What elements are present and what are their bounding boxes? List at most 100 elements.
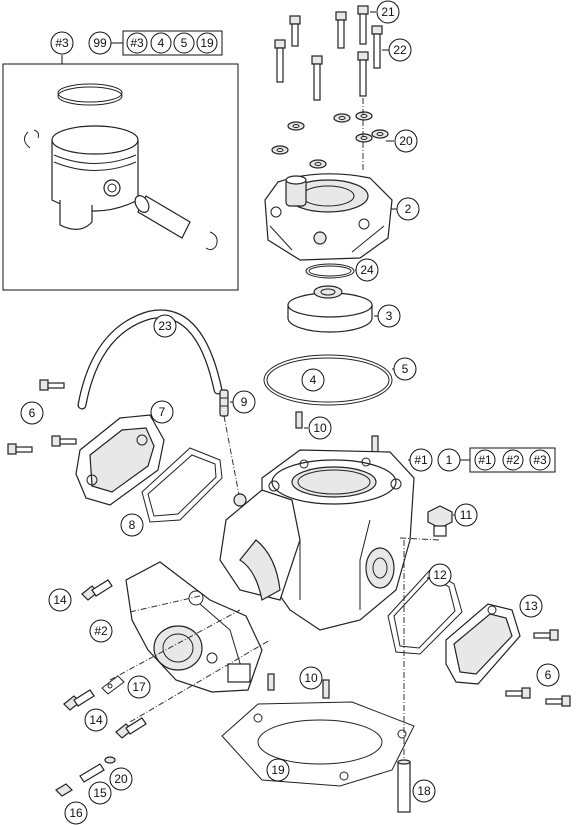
dowel-pin-top bbox=[295, 411, 303, 429]
callout-label: 3 bbox=[386, 309, 393, 323]
callout-label: 19 bbox=[200, 36, 214, 50]
callout-7: 7 bbox=[150, 400, 174, 424]
combustion-insert bbox=[287, 285, 373, 333]
callout-label: 5 bbox=[181, 36, 188, 50]
stud-18 bbox=[397, 759, 411, 813]
callout-label: 1 bbox=[446, 453, 453, 467]
callout-10-lower: 10 bbox=[299, 666, 323, 690]
hose-fitting bbox=[219, 389, 229, 417]
washers bbox=[271, 111, 389, 169]
callout-label: 20 bbox=[114, 772, 128, 786]
callout-9: 9 bbox=[232, 390, 256, 414]
callout-label: #3 bbox=[130, 36, 144, 50]
callout-14-upper: 14 bbox=[48, 588, 72, 612]
piston-pin bbox=[134, 195, 191, 239]
callout-label: #1 bbox=[478, 453, 492, 467]
callout-label: #3 bbox=[533, 453, 547, 467]
callout-label: 13 bbox=[524, 599, 538, 613]
dowel-pin-base-right bbox=[322, 679, 330, 699]
cylinder-body bbox=[261, 449, 415, 631]
callout-label: 2 bbox=[405, 202, 412, 216]
callout-4: 4 bbox=[301, 368, 325, 392]
callout-20-lower: 20 bbox=[109, 767, 133, 791]
callout-label: 14 bbox=[53, 593, 67, 607]
callout-label: 17 bbox=[132, 680, 146, 694]
callout-label: 9 bbox=[241, 395, 248, 409]
callout-label: 15 bbox=[93, 786, 107, 800]
banjo-bolt bbox=[427, 505, 453, 537]
callout-6-right: 6 bbox=[536, 663, 560, 687]
callout-label: 18 bbox=[417, 784, 431, 798]
callout-label: 11 bbox=[460, 508, 473, 522]
callout-label: 4 bbox=[158, 36, 165, 50]
callout-label: 20 bbox=[399, 134, 413, 148]
callout-label: 22 bbox=[393, 43, 407, 57]
callout-13: 13 bbox=[519, 594, 543, 618]
callout-label: #2 bbox=[506, 453, 520, 467]
callout-3: 3 bbox=[377, 304, 401, 328]
callout-label: 16 bbox=[69, 806, 83, 820]
callout-5: 5 bbox=[393, 357, 417, 381]
callout-label: #1 bbox=[414, 453, 428, 467]
callout-21: 21 bbox=[376, 0, 400, 24]
circlip-left bbox=[24, 129, 39, 149]
callout-label: 8 bbox=[129, 518, 136, 532]
callout-22: 22 bbox=[388, 38, 412, 62]
callout-label: 99 bbox=[93, 36, 107, 50]
bolt-14-upper bbox=[81, 579, 113, 601]
cylinder-head bbox=[264, 173, 393, 261]
callout-label: 7 bbox=[159, 405, 166, 419]
callout-group-99: #3 4 5 19 bbox=[122, 30, 223, 56]
bolt-14-lower-b bbox=[115, 717, 147, 739]
callout-label: 6 bbox=[29, 406, 36, 420]
callout-8: 8 bbox=[120, 513, 144, 537]
bolts-right bbox=[505, 629, 571, 707]
bolts-left bbox=[7, 379, 77, 455]
callout-label: 12 bbox=[433, 568, 447, 582]
callout-23: 23 bbox=[153, 314, 177, 338]
callout-label: 21 bbox=[381, 5, 395, 19]
callout-11: 11 bbox=[454, 503, 478, 527]
valve-cover-left bbox=[75, 414, 165, 506]
dowel-pin-right bbox=[371, 435, 379, 453]
callout-6-left: 6 bbox=[20, 401, 44, 425]
callout-18: 18 bbox=[412, 779, 436, 803]
bolt-14-lower-a bbox=[63, 689, 95, 711]
callout-14-lower: 14 bbox=[84, 708, 108, 732]
exhaust-port-block bbox=[219, 489, 301, 601]
callout-16: 16 bbox=[64, 801, 88, 825]
callout-label: 23 bbox=[158, 319, 172, 333]
o-ring bbox=[305, 263, 355, 279]
piston-kit-inset bbox=[2, 55, 239, 291]
callout-label: #2 bbox=[94, 624, 108, 638]
circlip-right bbox=[205, 231, 218, 251]
nut-16 bbox=[55, 783, 73, 797]
callout-label: 19 bbox=[271, 763, 285, 777]
valve-cover-right bbox=[445, 603, 521, 685]
callout-99: 99 bbox=[88, 31, 112, 55]
callout-2: 2 bbox=[396, 197, 420, 221]
callout-label: 10 bbox=[313, 421, 327, 435]
callout-19: 19 bbox=[266, 758, 290, 782]
callout-10-top: 10 bbox=[308, 416, 332, 440]
callout-label: 4 bbox=[310, 373, 317, 387]
callout-label: 5 bbox=[402, 362, 409, 376]
bracket-17 bbox=[101, 675, 125, 695]
washer-20-lower bbox=[104, 756, 116, 764]
callout-label: 24 bbox=[360, 263, 374, 277]
dowel-pin-base-left bbox=[267, 673, 275, 691]
callout-20-top: 20 bbox=[394, 129, 418, 153]
callout-label: 14 bbox=[89, 713, 103, 727]
callout-label: #3 bbox=[55, 36, 69, 50]
callout-1: 1 bbox=[437, 448, 461, 472]
base-gasket bbox=[221, 701, 415, 787]
callout-label: 10 bbox=[304, 671, 318, 685]
callout-cylinder-1: #1 bbox=[409, 448, 433, 472]
valve-cover-gasket-left bbox=[141, 447, 223, 523]
callout-24: 24 bbox=[355, 258, 379, 282]
callout-label: 6 bbox=[545, 668, 552, 682]
stud-15 bbox=[79, 763, 105, 783]
callout-group-1: #1 #2 #3 bbox=[469, 447, 556, 473]
